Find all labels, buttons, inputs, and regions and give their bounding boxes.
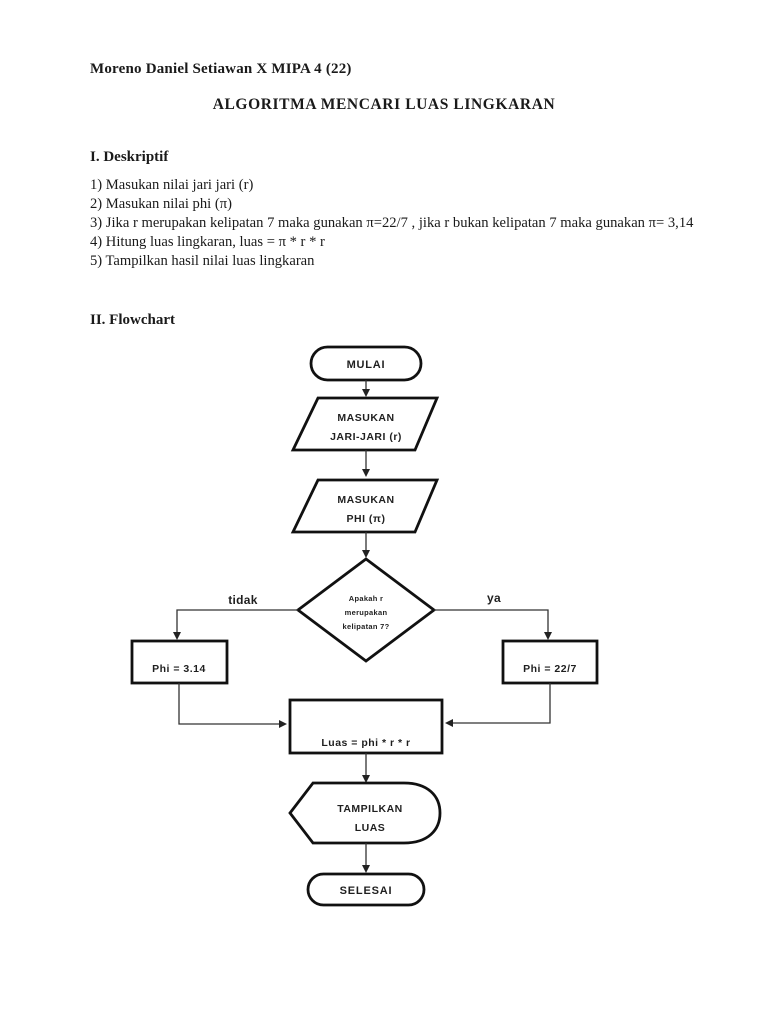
algorithm-steps: 1) Masukan nilai jari jari (r) 2) Masuka… — [90, 176, 712, 271]
connector-phi-fraction-to-process — [445, 683, 551, 727]
step-2: 2) Masukan nilai phi (π) — [90, 196, 232, 212]
phi-decimal-label: Phi = 3.14 — [152, 663, 206, 675]
connector-process-to-display — [362, 753, 370, 783]
input-phi-line2: PHI (π) — [347, 513, 386, 525]
input-radius-line1: MASUKAN — [337, 412, 394, 424]
display-line2: LUAS — [355, 822, 386, 834]
branch-no-label: tidak — [228, 593, 258, 607]
step-4: 4) Hitung luas lingkaran, luas = π * r *… — [90, 234, 325, 250]
input-radius-line2: JARI-JARI (r) — [330, 431, 402, 443]
step-1: 1) Masukan nilai jari jari (r) — [90, 177, 254, 193]
page-title: ALGORITMA MENCARI LUAS LINGKARAN — [212, 96, 556, 113]
end-label: SELESAI — [340, 885, 393, 897]
decision-line2: merupakan — [345, 608, 388, 617]
connector-input-radius-to-input-phi — [362, 450, 370, 477]
connector-decision-to-phi-fraction — [434, 609, 552, 640]
connector-phi-decimal-to-process — [178, 683, 287, 728]
decision-line1: Apakah r — [349, 594, 384, 603]
connector-input-phi-to-decision — [362, 532, 370, 558]
connector-decision-to-phi-decimal — [173, 609, 298, 640]
start-label: MULAI — [347, 359, 386, 371]
branch-yes-label: ya — [487, 591, 501, 605]
end-terminator — [306, 872, 426, 907]
input-phi-line1: MASUKAN — [337, 494, 394, 506]
connector-display-to-end — [362, 843, 370, 873]
decision-line3: kelipatan 7? — [343, 622, 390, 631]
decision-diamond — [295, 557, 437, 663]
step-3: 3) Jika r merupakan kelipatan 7 maka gun… — [90, 215, 694, 231]
section-heading-flowchart: II. Flowchart — [90, 312, 175, 328]
phi-fraction-label: Phi = 22/7 — [523, 663, 577, 675]
author-line: Moreno Daniel Setiawan X MIPA 4 (22) — [90, 61, 352, 77]
input-radius-parallelogram — [290, 396, 440, 452]
phi-decimal-box — [130, 639, 229, 685]
display-tampilkan-shape — [288, 781, 442, 845]
step-5: 5) Tampilkan hasil nilai luas lingkaran — [90, 253, 315, 269]
display-line1: TAMPILKAN — [337, 803, 403, 815]
section-heading-descriptive: I. Deskriptif — [90, 149, 169, 165]
phi-fraction-box — [501, 639, 599, 685]
input-phi-parallelogram — [290, 478, 440, 534]
process-luas-label: Luas = phi * r * r — [321, 737, 410, 749]
connector-start-to-input-radius — [362, 380, 370, 397]
